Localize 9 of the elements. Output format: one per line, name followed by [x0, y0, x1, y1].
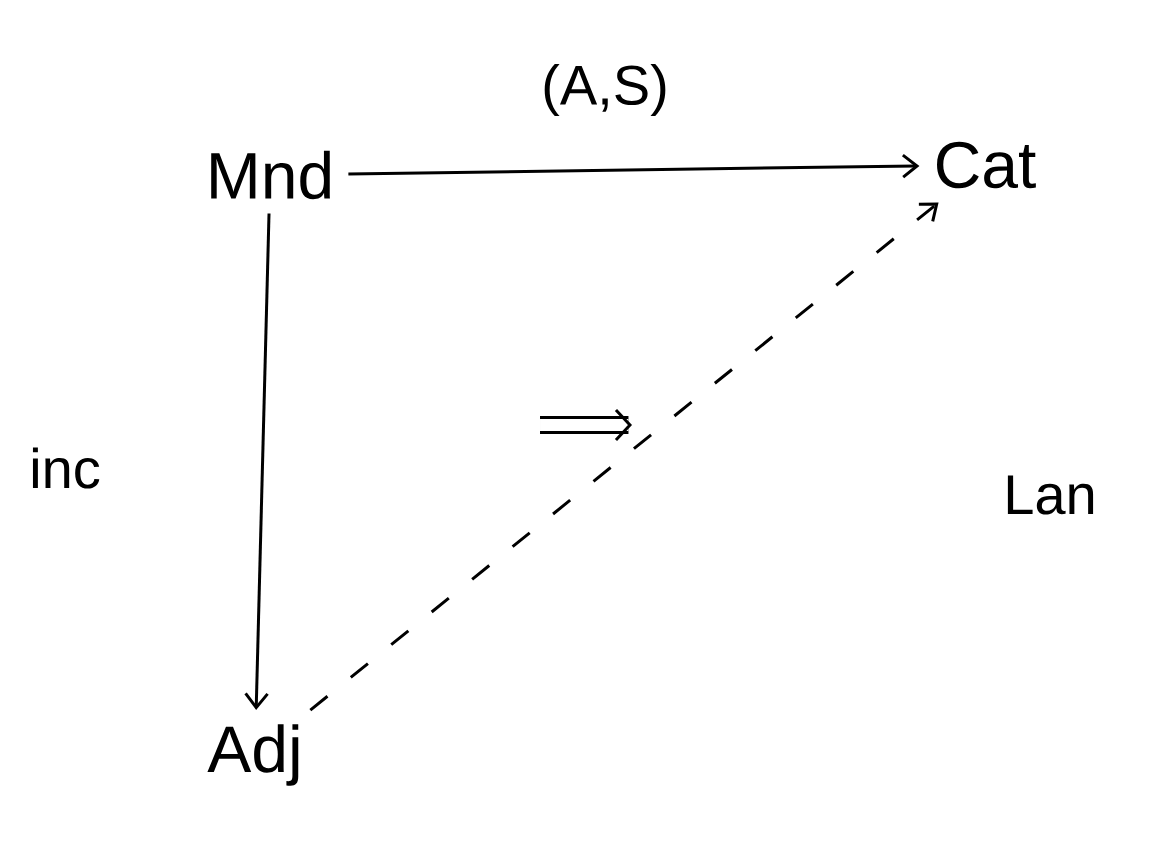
object-label: Mnd — [211, 150, 330, 200]
edge-label: (A,S) — [544, 63, 666, 117]
object-label: Cat — [937, 141, 1036, 189]
edge-label: inc — [32, 447, 100, 489]
edge-label: Lan — [1007, 475, 1094, 515]
arrow — [309, 202, 939, 712]
arrow — [348, 153, 920, 179]
object-label: Adj — [207, 724, 299, 786]
arrow — [244, 213, 271, 711]
